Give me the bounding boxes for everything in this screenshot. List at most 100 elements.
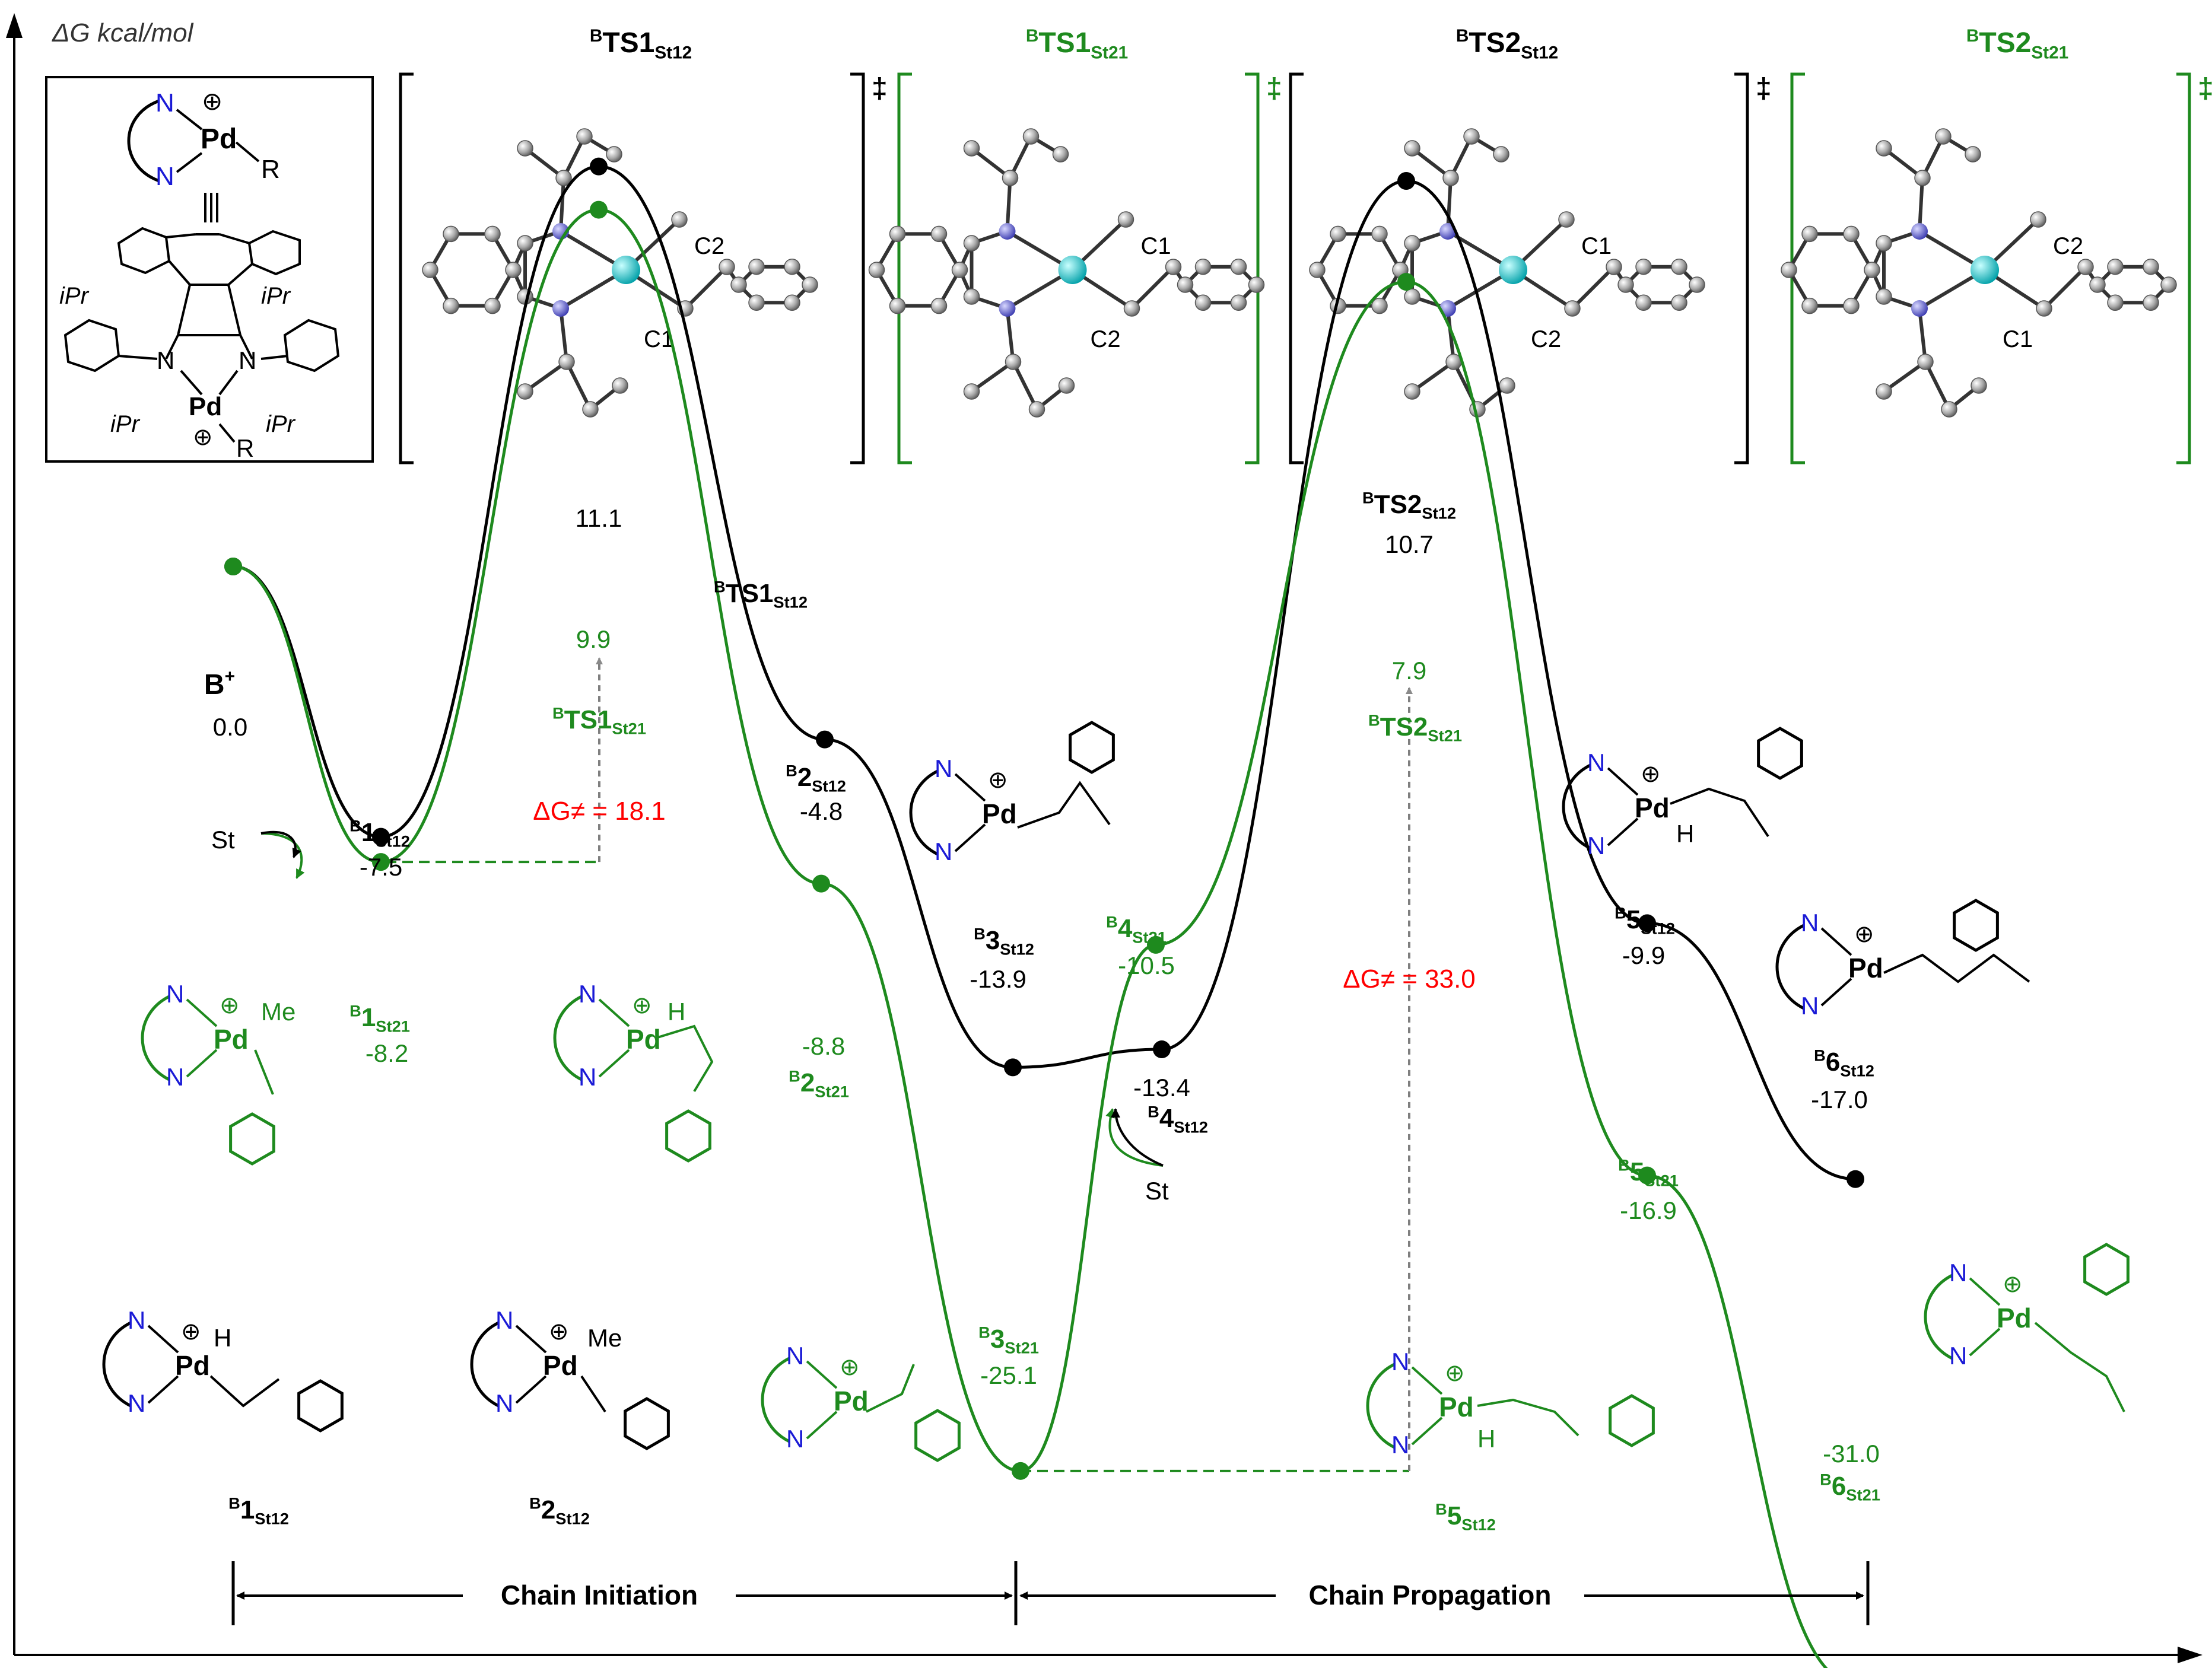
bond <box>147 1325 179 1354</box>
value-b4_st21: -10.5 <box>1118 951 1175 979</box>
ts-atom-c <box>555 170 572 186</box>
bond <box>186 1049 218 1078</box>
ts-atom-c <box>517 140 533 157</box>
scheme-n-bottom: N <box>1587 832 1605 860</box>
ts-atom-c <box>612 377 628 394</box>
ts-c-label-top: C1 <box>1581 233 1612 259</box>
label-b6_st21: B6St21 <box>1820 1470 1880 1504</box>
bond <box>1969 1328 2001 1357</box>
ts-atom-c <box>1689 276 1705 293</box>
bond <box>1411 1366 1443 1395</box>
ts-atom-c <box>1404 288 1420 305</box>
scheme-n-bottom: N <box>579 1063 596 1091</box>
ts-atom-c <box>1117 211 1134 228</box>
bond <box>1820 927 1852 956</box>
ts-bond <box>1130 265 1175 310</box>
chelate-arc <box>1562 763 1591 850</box>
value-b1_st12: -7.5 <box>360 853 402 881</box>
ts-atom-c <box>1876 383 1892 400</box>
scheme-plus: ⊕ <box>1445 1360 1465 1387</box>
ts-atom-c <box>802 276 818 293</box>
scheme-h: H <box>214 1324 231 1352</box>
scheme-chain <box>580 1375 606 1413</box>
ts-atom-c <box>784 294 800 311</box>
scheme-chain <box>1477 1398 1579 1437</box>
scheme-n-top: N <box>1587 749 1605 776</box>
point-st21-B+ <box>224 558 242 575</box>
point-st21-BTS2St21 <box>1397 273 1415 291</box>
ts-atom-c <box>730 276 747 293</box>
bracket-left <box>399 72 414 464</box>
legend-plus: ⊕ <box>202 87 223 116</box>
ts-atom-c <box>558 354 575 370</box>
ts-bond <box>970 360 1015 393</box>
ts-atom-c <box>606 146 622 163</box>
ipr-top-left: iPr <box>59 283 90 309</box>
label-b3_st12: B3St12 <box>974 924 1034 958</box>
scheme-n-bottom: N <box>1391 1431 1409 1459</box>
ts-atom-c <box>2089 276 2106 293</box>
ts-atom-c <box>1309 262 1326 278</box>
ts-atom-c <box>1801 297 1818 314</box>
phase-label-initiation: Chain Initiation <box>501 1580 698 1610</box>
label-ts1_st12: BTS1St12 <box>714 577 808 611</box>
ts-bond <box>1883 360 1927 393</box>
chelate-arc <box>141 995 170 1081</box>
ipr-bottom-left: iPr <box>110 411 141 437</box>
ts-atom-n <box>999 300 1016 317</box>
scheme-plus: ⊕ <box>1641 760 1661 788</box>
ts-atom-c <box>1606 259 1622 275</box>
ligand-n-left: N <box>157 346 174 374</box>
ts-atom-c <box>1635 258 1652 275</box>
axes: ΔG kcal/mol <box>6 13 2203 1663</box>
scheme-phenyl <box>624 1397 670 1450</box>
ts-atom-c <box>422 262 438 278</box>
point-st21-B1St21 <box>372 853 390 871</box>
bond <box>1969 1277 2001 1306</box>
bond <box>954 823 986 852</box>
ts-atom-c <box>963 383 980 400</box>
catalyst-structure-box: N N Pd ⊕ R <box>45 76 374 463</box>
label-b4_st21: B4St21 <box>1106 912 1167 946</box>
ts-atom-c <box>930 225 948 243</box>
ts-atom-c <box>1617 276 1634 293</box>
ts-c-label-top: C2 <box>694 233 724 259</box>
scheme-n-top: N <box>1801 909 1819 937</box>
scheme-plus: ⊕ <box>220 992 240 1019</box>
bond <box>515 1325 547 1354</box>
ts-bond <box>559 308 568 362</box>
label-b3_st21: B3St21 <box>978 1323 1039 1357</box>
ts-atom-c <box>1028 401 1045 418</box>
ts-bond <box>2042 265 2087 310</box>
ts-atom-c <box>889 225 906 243</box>
point-labels: B+0.0B1St12-7.5B1St21-8.2BTS1St1211.1BTS… <box>204 488 1880 1504</box>
ts-atom-c <box>2160 276 2177 293</box>
chelate-arc <box>1775 924 1805 1010</box>
bond <box>515 1375 547 1404</box>
value-ts2_st21: 7.9 <box>1392 657 1426 685</box>
ts-atom-c <box>1935 128 1952 145</box>
st-arrow-green-1 <box>260 832 305 879</box>
ts-atom-c <box>2077 259 2094 275</box>
scheme-phenyl <box>1953 899 1999 952</box>
point-st12-B2St12 <box>816 730 834 749</box>
ts-bond <box>1918 308 1927 362</box>
ts-atom-c <box>1005 354 1022 370</box>
ts-atom-c <box>2107 258 2124 275</box>
ts-atom-c <box>1801 225 1818 243</box>
scheme-plus: ⊕ <box>840 1354 860 1381</box>
point-st21-BTS1St21 <box>590 200 608 219</box>
scheme-n-top: N <box>166 980 184 1008</box>
ts-atom-c <box>2107 294 2124 311</box>
ts-atom-c <box>1404 235 1420 252</box>
ts-atom-c <box>1499 377 1515 394</box>
value-b3_st12: -13.9 <box>970 965 1026 993</box>
barrier-label-1: ΔG≠ = 18.1 <box>533 797 666 826</box>
